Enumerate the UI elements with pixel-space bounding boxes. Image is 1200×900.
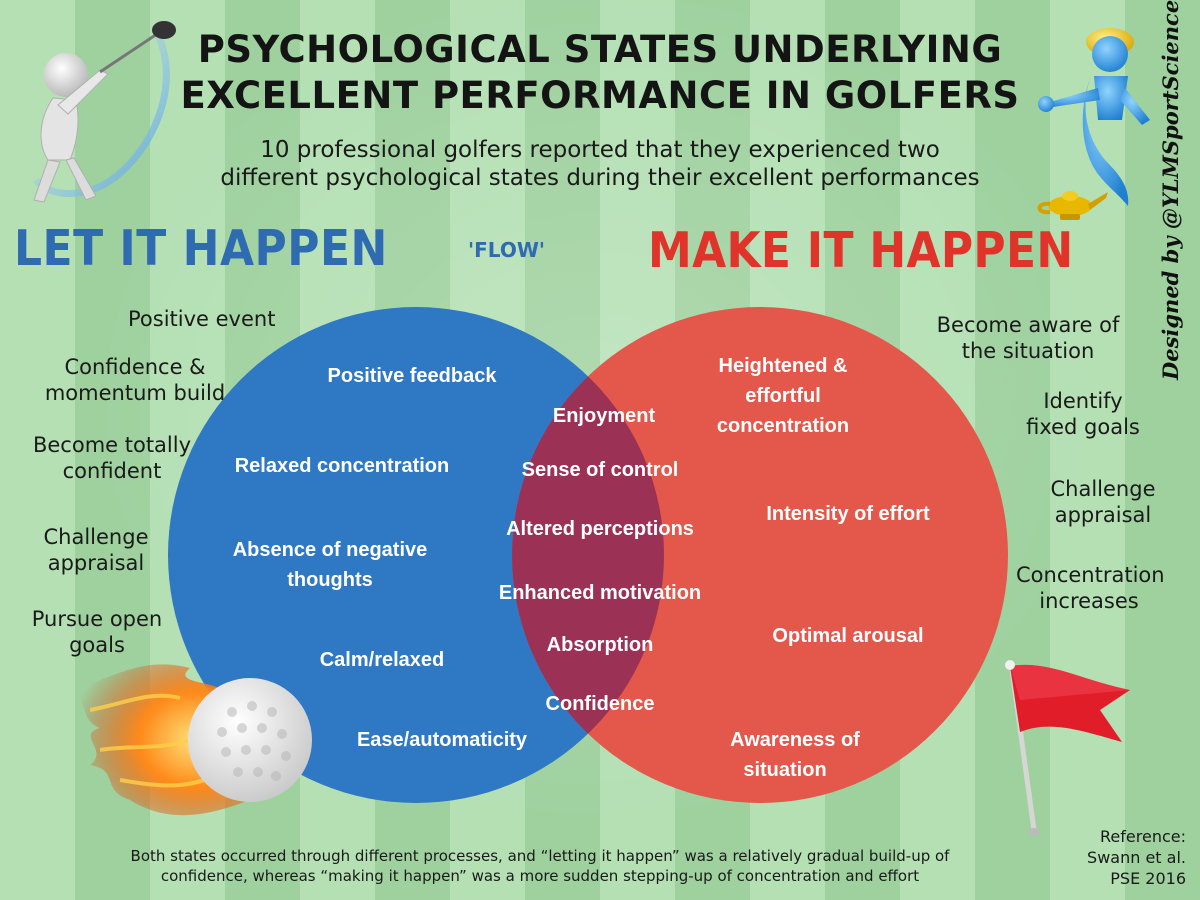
left-feature-thoughts: thoughts bbox=[287, 569, 373, 591]
right-feature-awareness-2: situation bbox=[743, 759, 827, 781]
right-feature-heightened-3: concentration bbox=[716, 415, 850, 437]
subtitle-line-1: 10 professional golfers reported that th… bbox=[260, 137, 940, 163]
left-feature-calm-relaxed: Calm/relaxed bbox=[319, 649, 445, 671]
right-feature-optimal-arousal: Optimal arousal bbox=[772, 625, 924, 647]
genie-figure-icon bbox=[1038, 28, 1150, 206]
let-it-happen-circle bbox=[168, 307, 664, 803]
footer-line-2: confidence, whereas “making it happen” w… bbox=[160, 867, 920, 885]
footer-line-1: Both states occurred through different p… bbox=[130, 847, 950, 865]
magic-lamp-icon bbox=[1037, 191, 1108, 220]
title-line-2: EXCELLENT PERFORMANCE IN GOLFERS bbox=[180, 74, 1020, 117]
right-feature-intensity-of-effort: Intensity of effort bbox=[766, 503, 930, 525]
shared-feature-confidence: Confidence bbox=[545, 693, 655, 715]
make-it-happen-circle bbox=[512, 307, 1008, 803]
left-feature-relaxed-concentration: Relaxed concentration bbox=[234, 455, 450, 477]
right-process-1: Become aware of the situation bbox=[928, 312, 1128, 364]
subtitle-line-2: different psychological states during th… bbox=[220, 165, 980, 191]
left-process-1-text: Positive event bbox=[128, 307, 276, 331]
right-feature-awareness-1: Awareness of bbox=[730, 729, 860, 751]
make-it-happen-heading: MAKE IT HAPPEN bbox=[648, 222, 1074, 280]
left-feature-positive-feedback: Positive feedback bbox=[327, 365, 497, 387]
text-line: Become totally bbox=[32, 433, 192, 457]
designer-credit: Designed by @YLMSportScience bbox=[1158, 0, 1183, 380]
text-line: confident bbox=[62, 459, 162, 483]
right-process-3: Challenge appraisal bbox=[1030, 476, 1176, 528]
left-process-2: Confidence &momentum build bbox=[32, 354, 238, 406]
shared-feature-enhanced-motivation: Enhanced motivation bbox=[498, 582, 702, 604]
right-process-4: Concentration increases bbox=[1016, 562, 1165, 614]
reference-label: Reference: bbox=[1100, 827, 1186, 846]
left-feature-ease-automaticity: Ease/automaticity bbox=[356, 729, 528, 751]
text-line: Challenge bbox=[43, 525, 149, 549]
right-process-3a: Challenge bbox=[1050, 477, 1156, 501]
text-line: momentum build bbox=[44, 381, 226, 405]
text-line: appraisal bbox=[47, 551, 145, 575]
reference-authors: Swann et al. bbox=[1087, 848, 1186, 867]
text-line: Pursue open bbox=[31, 607, 163, 631]
right-process-3b: appraisal bbox=[1054, 503, 1152, 527]
text-line: goals bbox=[69, 633, 125, 657]
right-process-2: Identify fixed goals bbox=[1010, 388, 1156, 440]
shared-feature-enjoyment: Enjoyment bbox=[552, 405, 656, 427]
title-line-1: PSYCHOLOGICAL STATES UNDERLYING bbox=[197, 28, 1003, 71]
left-process-1: Positive event bbox=[128, 306, 275, 332]
shared-feature-altered-perceptions: Altered perceptions bbox=[506, 518, 694, 540]
right-process-4a: Concentration bbox=[1016, 563, 1165, 587]
right-feature-heightened-1: Heightened & bbox=[718, 355, 848, 377]
let-it-happen-heading: LET IT HAPPEN bbox=[14, 220, 388, 278]
shared-feature-absorption: Absorption bbox=[546, 634, 654, 656]
golfer-figure-icon bbox=[33, 21, 176, 203]
text-line: Confidence & bbox=[64, 355, 206, 379]
reference-source: PSE 2016 bbox=[1110, 869, 1186, 888]
shared-feature-sense-of-control: Sense of control bbox=[521, 459, 679, 481]
right-process-1a: Become aware of bbox=[936, 313, 1120, 337]
right-process-2b: fixed goals bbox=[1026, 415, 1140, 439]
left-feature-absence-negative: Absence of negative bbox=[232, 539, 428, 561]
red-golf-flag-icon bbox=[1005, 660, 1130, 836]
reference-block: Reference: Swann et al. PSE 2016 bbox=[1056, 826, 1186, 889]
right-process-4b: increases bbox=[1039, 589, 1139, 613]
right-process-2a: Identify bbox=[1043, 389, 1123, 413]
left-process-2-text: Confidence &momentum build bbox=[32, 354, 238, 406]
right-feature-heightened-2: effortful bbox=[745, 385, 821, 407]
flow-label: 'FLOW' bbox=[468, 238, 546, 262]
right-process-1b: the situation bbox=[961, 339, 1095, 363]
flaming-golf-ball-icon bbox=[70, 664, 312, 816]
